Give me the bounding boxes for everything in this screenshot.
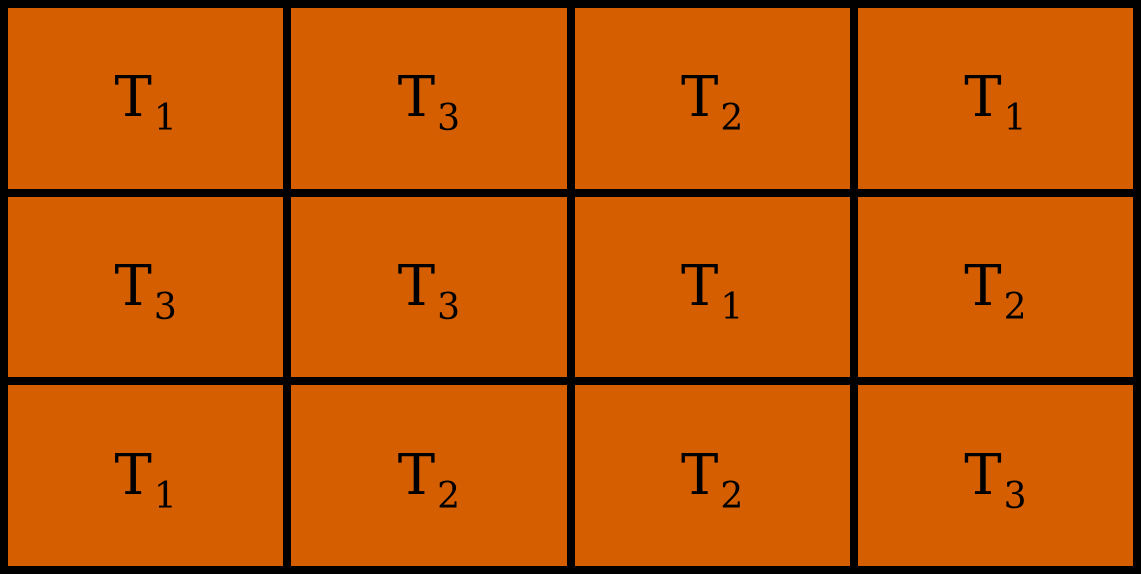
grid-cell-r2-c2: T3 [291,196,567,378]
cell-subscript: 1 [153,98,177,140]
grid-cell-r2-c4: T2 [857,196,1133,378]
cell-label: T3 [398,70,460,137]
cell-label: T3 [964,447,1026,514]
grid-cell-r1-c1: T1 [8,8,284,189]
cell-letter: T [680,442,719,508]
cell-subscript: 3 [153,286,177,328]
grid-cell-r2-c3: T1 [574,196,850,378]
cell-letter: T [114,65,152,131]
cell-letter: T [680,253,719,319]
cell-label: T2 [964,258,1026,325]
cell-label: T1 [114,70,176,137]
cell-letter: T [397,253,436,319]
cell-subscript: 2 [720,475,744,517]
cell-letter: T [397,442,436,508]
cell-subscript: 2 [1003,286,1027,328]
cell-subscript: 1 [153,475,177,517]
cell-letter: T [964,253,1002,319]
cell-label: T3 [398,258,460,325]
cell-subscript: 2 [437,475,460,517]
cell-subscript: 1 [1003,98,1027,140]
grid-cell-r3-c3: T2 [574,385,850,566]
grid-cell-r3-c1: T1 [8,385,284,566]
grid-cell-r3-c2: T2 [291,385,567,566]
cell-label: T2 [681,70,743,137]
cell-subscript: 3 [437,98,460,140]
cell-letter: T [964,442,1002,508]
cell-label: T2 [681,447,743,514]
cell-label: T1 [964,70,1026,137]
cell-letter: T [964,65,1002,131]
cell-subscript: 3 [1003,475,1027,517]
cell-label: T1 [681,258,743,325]
grid-cell-r1-c4: T1 [857,8,1133,189]
grid-cell-r1-c2: T3 [291,8,567,189]
cell-label: T2 [398,447,460,514]
cell-letter: T [114,253,152,319]
cell-subscript: 2 [720,98,744,140]
grid-cell-r1-c3: T2 [574,8,850,189]
cell-subscript: 1 [720,286,744,328]
cell-letter: T [397,65,436,131]
grid-cell-r3-c4: T3 [857,385,1133,566]
grid-cell-r2-c1: T3 [8,196,284,378]
cell-letter: T [680,65,719,131]
cell-subscript: 3 [437,286,460,328]
cell-label: T1 [114,447,176,514]
cell-label: T3 [114,258,176,325]
cell-letter: T [114,442,152,508]
